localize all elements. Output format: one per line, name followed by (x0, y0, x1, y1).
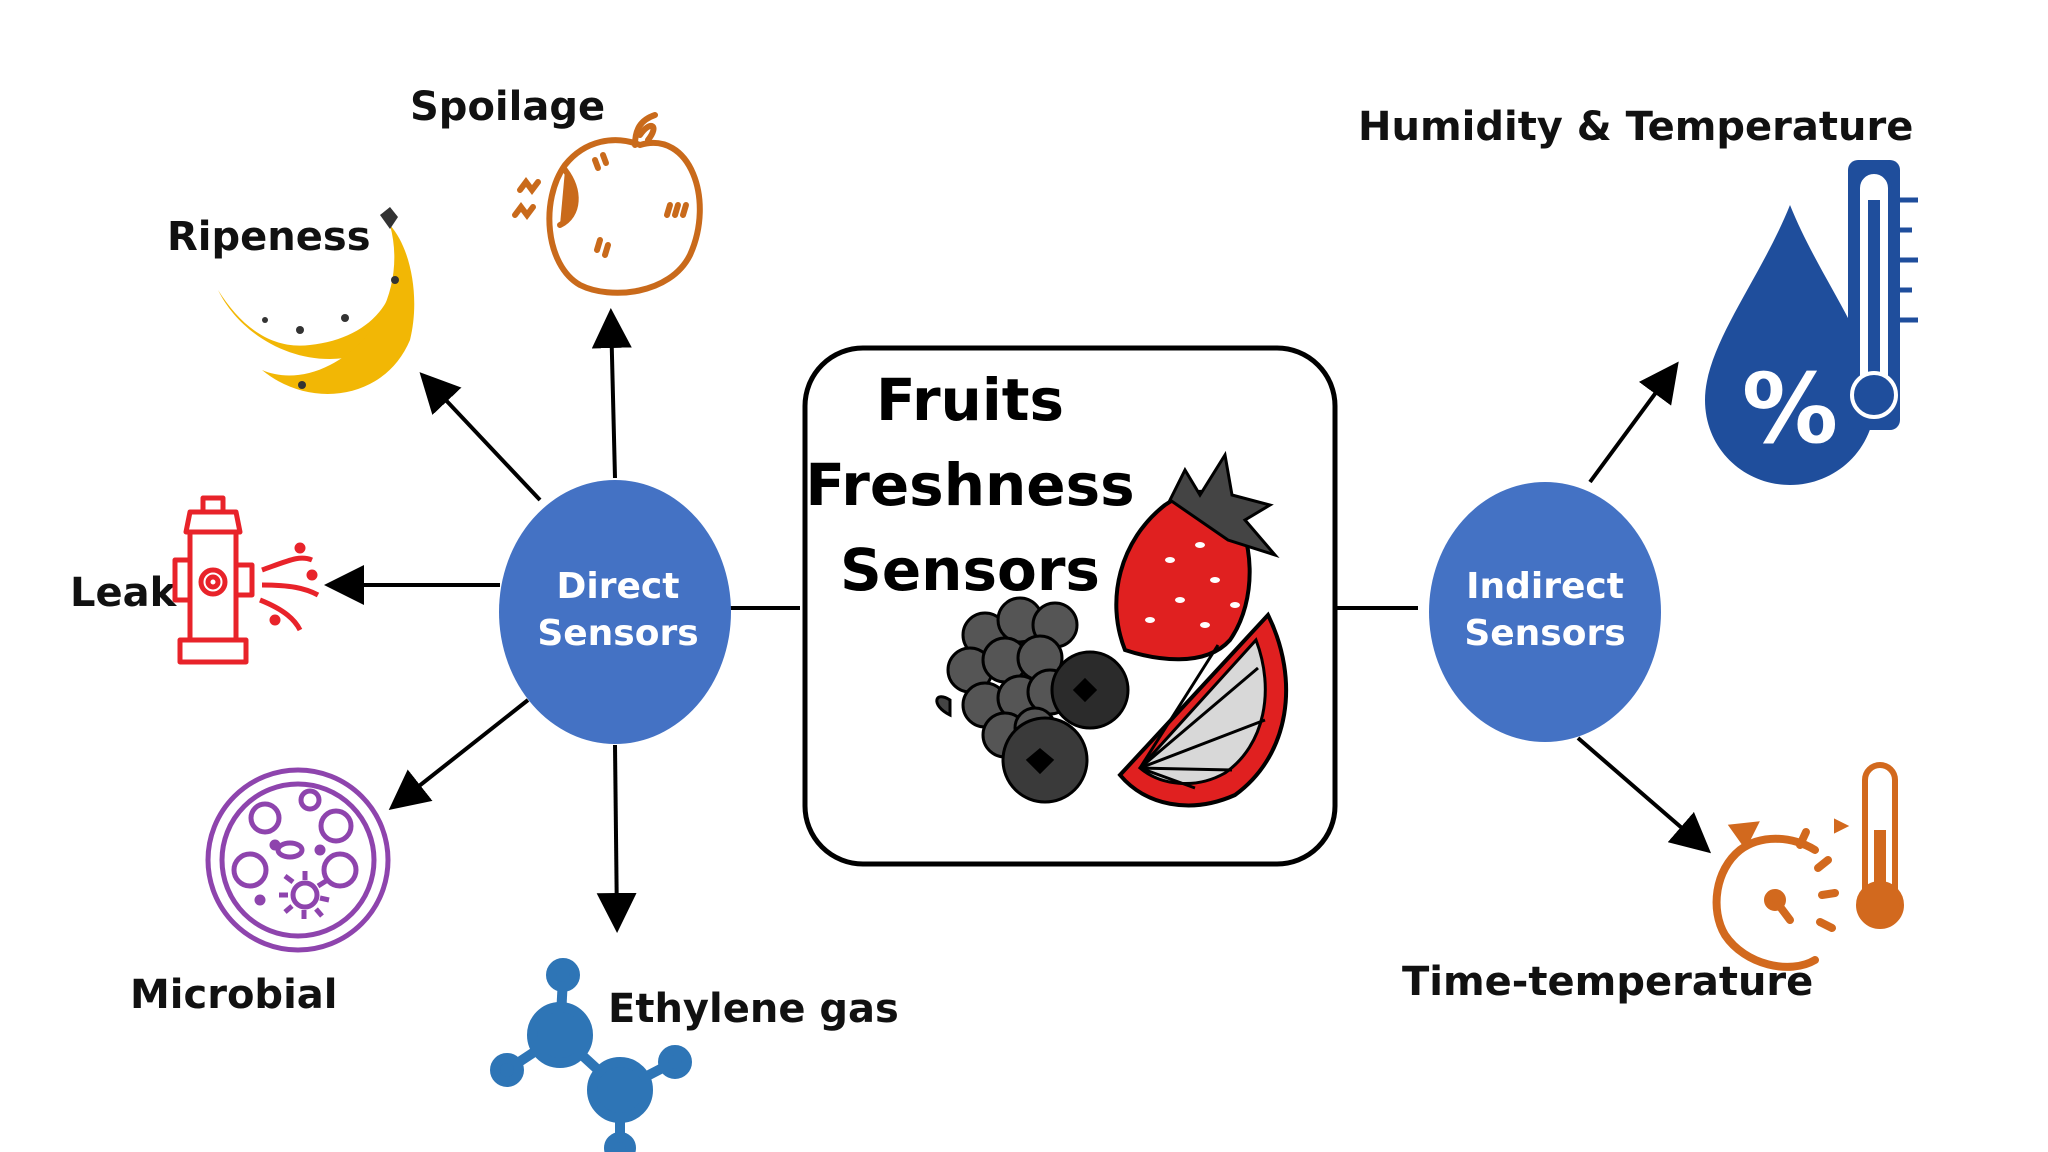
indirect-sensors-label-line-2: Sensors (1464, 613, 1625, 654)
ethylene-label: Ethylene gas (608, 986, 899, 1032)
spoilage-target: Spoilage (410, 84, 703, 296)
citrus-slice-icon (1117, 611, 1289, 808)
humidity-target: Humidity & Temperature % (1358, 104, 1918, 485)
leak-target: Leak (70, 495, 320, 665)
ripeness-target: Ripeness (167, 207, 415, 394)
blackberry-icon (935, 596, 1079, 759)
rotten-apple-icon (512, 112, 703, 296)
microbe-cell-icon (205, 767, 391, 953)
direct-sensors-label-line-1: Direct (557, 566, 680, 607)
direct-arrows (324, 308, 637, 933)
leak-label: Leak (70, 570, 178, 616)
center-title-line-3: Sensors (840, 536, 1100, 604)
direct-sensors-node: Direct Sensors (499, 480, 731, 744)
ethylene-target: Ethylene gas (490, 958, 899, 1152)
ripeness-label: Ripeness (167, 214, 371, 260)
mixed-fruits-icon (935, 450, 1289, 808)
center-title-line-2: Freshness (805, 451, 1134, 519)
indirect-sensors-label-line-1: Indirect (1466, 566, 1624, 607)
microbial-label: Microbial (130, 972, 337, 1018)
strawberry-icon (1114, 450, 1280, 662)
arrow-to-ethylene (596, 744, 637, 933)
time-temperature-label: Time-temperature (1402, 959, 1813, 1005)
direct-sensors-label-line-2: Sensors (537, 613, 698, 654)
time-temperature-target: Time-temperature (1402, 762, 1904, 1005)
indirect-arrows (1576, 361, 1712, 854)
time-temperature-indicator-icon (1712, 762, 1904, 971)
humidity-thermometer-icon: % (1705, 160, 1918, 485)
ethylene-molecule-icon (490, 958, 692, 1152)
spoilage-label: Spoilage (410, 84, 605, 130)
blueberry-icon (1001, 650, 1130, 804)
arrow-to-time-temperature (1576, 736, 1712, 854)
arrow-to-spoilage (591, 308, 632, 479)
leaking-hydrant-icon (172, 495, 320, 665)
indirect-sensors-node: Indirect Sensors (1429, 482, 1661, 742)
arrow-to-microbial (388, 698, 530, 810)
percent-glyph: % (1742, 353, 1838, 465)
center-title-line-1: Fruits (876, 366, 1064, 434)
microbial-target: Microbial (130, 767, 391, 1018)
banana-icon (218, 207, 415, 394)
arrow-to-ripeness (419, 372, 542, 502)
direct-sensors-circle (499, 480, 731, 744)
humidity-label: Humidity & Temperature (1358, 104, 1913, 150)
indirect-sensors-circle (1429, 482, 1661, 742)
arrow-to-humidity (1588, 361, 1679, 484)
